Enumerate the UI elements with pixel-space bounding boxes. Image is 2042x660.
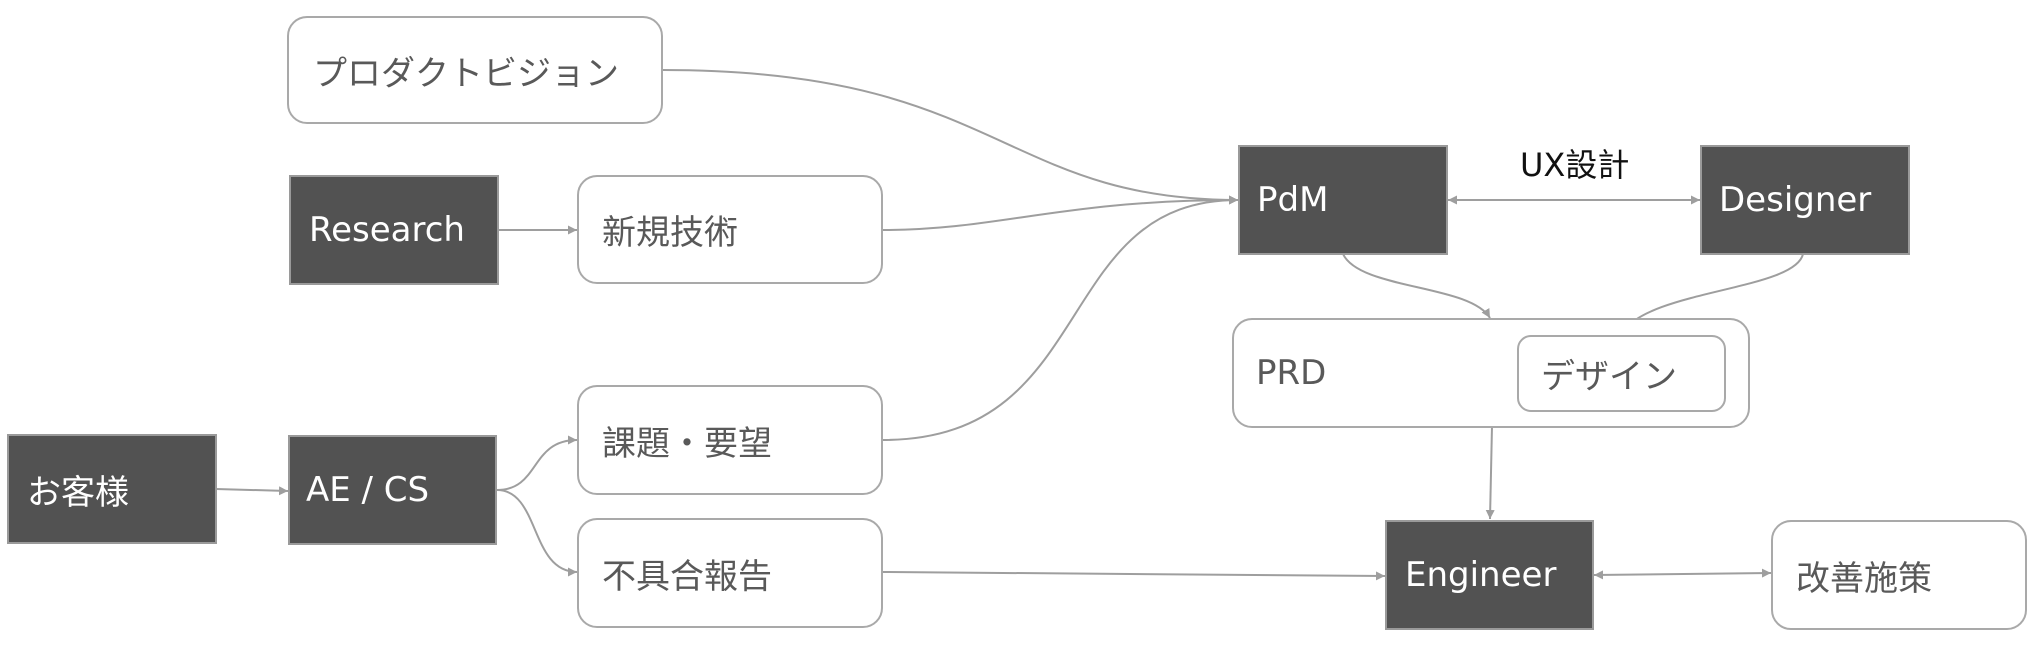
- edge-newtech-to-pdm: [882, 195, 1239, 231]
- node-engineer: Engineer: [1385, 520, 1594, 630]
- edge-bugs-to-engineer: [882, 571, 1386, 581]
- edge-aecs-to-issues: [496, 435, 578, 491]
- node-customer: お客様: [7, 434, 217, 544]
- edge-engineer-improvements: [1593, 568, 1772, 580]
- node-design: デザイン: [1517, 335, 1726, 412]
- edge-issues-to-pdm: [882, 195, 1239, 441]
- node-research: Research: [289, 175, 499, 285]
- edge-label-ux-design: UX設計: [1520, 146, 1630, 184]
- node-designer: Designer: [1700, 145, 1910, 255]
- edge-customer-to-aecs: [215, 486, 289, 496]
- node-pdm: PdM: [1238, 145, 1448, 255]
- edge-pdm-to-prd: [1342, 253, 1491, 319]
- node-improvements: 改善施策: [1771, 520, 2027, 630]
- node-ae-cs: AE / CS: [288, 435, 497, 545]
- edge-aecs-to-bugs: [496, 489, 578, 577]
- node-product-vision: プロダクトビジョン: [287, 16, 663, 124]
- node-bug-reports: 不具合報告: [577, 518, 883, 628]
- node-issues-requests: 課題・要望: [577, 385, 883, 495]
- node-new-tech: 新規技術: [577, 175, 883, 284]
- edge-prd-to-engineer: [1485, 425, 1495, 520]
- edge-vision-to-pdm: [662, 69, 1239, 205]
